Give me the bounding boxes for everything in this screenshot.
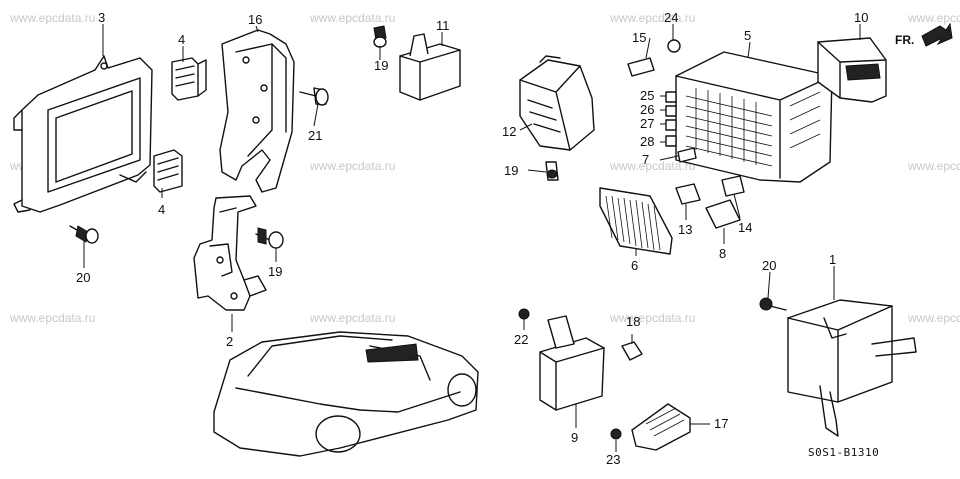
callout-19-top: 19 [374, 58, 388, 73]
watermark: www.epcdata.ru [309, 159, 395, 173]
callout-25: 25 [640, 88, 654, 103]
diagram-code: S0S1-B1310 [808, 446, 879, 459]
direction-label: FR. [895, 33, 914, 47]
watermark: www.epcdata.ru [907, 311, 960, 325]
part-2-bracket [193, 195, 267, 311]
callout-9: 9 [571, 430, 578, 445]
part-19-bolt-top [373, 25, 387, 48]
part-19-bolt-left [255, 227, 284, 249]
front-direction-indicator: FR. [895, 22, 953, 47]
part-13-relay [675, 183, 701, 205]
callout-18: 18 [626, 314, 640, 329]
callout-23: 23 [606, 452, 620, 467]
part-18-clip [621, 341, 643, 361]
callout-21: 21 [308, 128, 322, 143]
callout-5: 5 [744, 28, 751, 43]
watermark: www.epcdata.ru [309, 11, 395, 25]
front-arrow-icon [921, 22, 953, 47]
callout-10: 10 [854, 10, 868, 25]
small-fuses [627, 39, 697, 163]
callout-15: 15 [632, 30, 646, 45]
part-12-module [519, 55, 595, 151]
part-8-relay [705, 199, 741, 229]
callout-19-middle: 19 [504, 163, 518, 178]
callout-22: 22 [514, 332, 528, 347]
part-21-bolt [299, 87, 329, 106]
callout-16: 16 [248, 12, 262, 27]
callout-26: 26 [640, 102, 654, 117]
part-20-bolt-right [759, 297, 787, 311]
part-4-upper-connector [171, 57, 207, 101]
part-23-screw [610, 428, 622, 440]
part-14-relay [721, 175, 745, 197]
callout-28: 28 [640, 134, 654, 149]
watermark: www.epcdata.ru [309, 311, 395, 325]
callout-6: 6 [631, 258, 638, 273]
callout-2: 2 [226, 334, 233, 349]
vehicle-silhouette [213, 331, 479, 457]
watermarks: www.epcdata.ru www.epcdata.ru www.epcdat… [9, 11, 960, 325]
part-17-connector [631, 403, 691, 451]
callout-7: 7 [642, 152, 649, 167]
part-5-fuse-box [675, 51, 833, 183]
callout-13: 13 [678, 222, 692, 237]
callout-20-left: 20 [76, 270, 90, 285]
callout-4-lower: 4 [158, 202, 165, 217]
part-10-cover [817, 37, 887, 103]
leader-lines [83, 24, 861, 452]
part-6-label [599, 187, 673, 255]
part-3-ecu-bracket [13, 55, 153, 213]
part-1-control-unit [787, 299, 917, 437]
callout-12: 12 [502, 124, 516, 139]
callout-8: 8 [719, 246, 726, 261]
watermark: www.epcdata.ru [609, 311, 695, 325]
part-20-bolt-left [69, 225, 99, 244]
callout-17: 17 [714, 416, 728, 431]
part-19-bolt-middle [545, 161, 559, 181]
watermark: www.epcdata.ru [907, 159, 960, 173]
part-16-bracket [219, 29, 295, 193]
watermark: www.epcdata.ru [609, 11, 695, 25]
part-22-bolt [518, 308, 530, 320]
callout-14: 14 [738, 220, 752, 235]
callout-numbers: 3 4 4 16 11 19 21 12 19 2 19 20 24 15 5 … [76, 10, 868, 467]
callout-4-upper: 4 [178, 32, 185, 47]
watermark: www.epcdata.ru [609, 159, 695, 173]
part-9-relay [539, 315, 605, 411]
callout-24: 24 [664, 10, 678, 25]
callout-3: 3 [98, 10, 105, 25]
part-11-relay [399, 33, 461, 101]
watermark: www.epcdata.ru [907, 11, 960, 25]
part-4-lower-connector [153, 149, 183, 193]
watermark: www.epcdata.ru [9, 311, 95, 325]
callout-20-right: 20 [762, 258, 776, 273]
callout-19-left: 19 [268, 264, 282, 279]
callout-11: 11 [436, 18, 450, 33]
watermark: www.epcdata.ru [9, 11, 95, 25]
callout-27: 27 [640, 116, 654, 131]
callout-1: 1 [829, 252, 836, 267]
